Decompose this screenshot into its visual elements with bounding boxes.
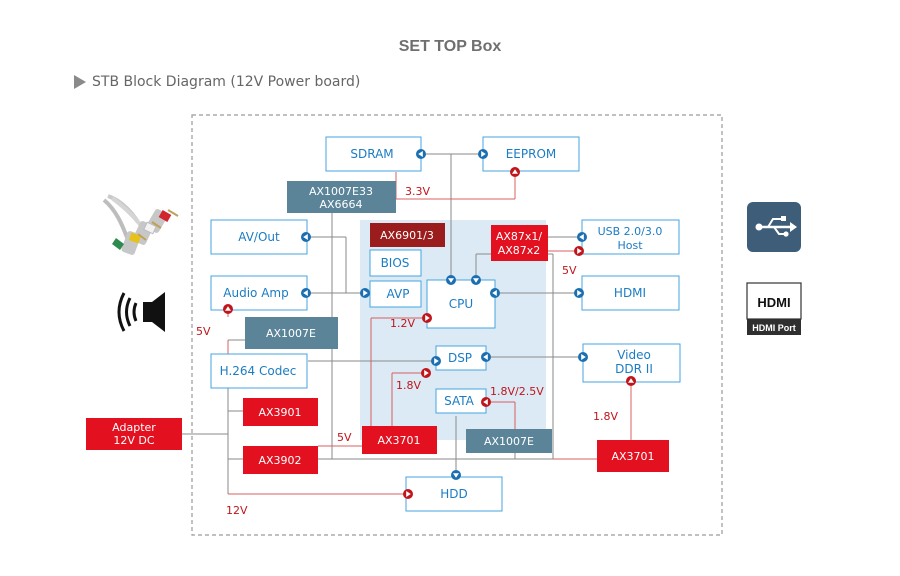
cpu-label: CPU <box>449 297 473 311</box>
voltage-5v-usb: 5V <box>562 264 577 277</box>
video-label-2: DDR II <box>615 362 653 376</box>
ax1007e33-label-1: AX1007E33 <box>309 185 373 198</box>
adapter-label-1: Adapter <box>112 421 156 434</box>
ax1007e-amp-block <box>245 317 338 349</box>
voltage-1v8-2v5: 1.8V/2.5V <box>490 385 544 398</box>
ax6901-label: AX6901/3 <box>380 229 434 242</box>
ax1007e-amp-label: AX1007E <box>266 327 316 340</box>
ax3901-block <box>243 398 318 426</box>
triangle-bullet-icon <box>74 75 86 89</box>
voltage-1v8-dsp: 1.8V <box>396 379 421 392</box>
voltage-5v-ax3701: 5V <box>337 431 352 444</box>
bios-block <box>369 249 422 277</box>
voltage-1v2: 1.2V <box>390 317 415 330</box>
voltage-5v-amp: 5V <box>196 325 211 338</box>
sdram-block <box>325 136 422 172</box>
usb-label-2: Host <box>617 239 643 252</box>
voltage-1v8-video: 1.8V <box>593 410 618 423</box>
video-ddr-block <box>582 343 681 383</box>
ax87-label-2: AX87x2 <box>498 244 541 257</box>
hdd-block <box>405 476 503 512</box>
sata-block <box>435 388 487 414</box>
ax87-block <box>491 225 548 261</box>
hdmi-label: HDMI <box>614 286 646 300</box>
ax1007e33-label-2: AX6664 <box>319 198 362 211</box>
speaker-icon <box>117 292 165 332</box>
ax3902-block <box>243 446 318 474</box>
ax3701-right-block <box>597 440 669 472</box>
rca-cable-icon <box>102 194 179 255</box>
usb-icon <box>747 202 801 252</box>
dsp-label: DSP <box>448 351 472 365</box>
svg-text:HDMI: HDMI <box>757 295 790 310</box>
ax3901-label: AX3901 <box>258 406 301 419</box>
ax3701-mid-block <box>362 426 437 454</box>
usb-block <box>581 219 680 255</box>
ax1007e-sata-label: AX1007E <box>484 435 534 448</box>
ax3902-label: AX3902 <box>258 454 301 467</box>
red-wires <box>227 172 632 495</box>
bios-label: BIOS <box>381 256 410 270</box>
subtitle: STB Block Diagram (12V Power board) <box>74 74 360 90</box>
board-frame <box>191 114 723 536</box>
usb-label-1: USB 2.0/3.0 <box>598 225 663 238</box>
video-label-1: Video <box>617 348 651 362</box>
avp-block <box>369 280 422 308</box>
cpu-block <box>426 279 496 329</box>
h264-block <box>210 353 308 389</box>
ax3701-mid-label: AX3701 <box>377 434 420 447</box>
voltage-12v: 12V <box>226 504 248 517</box>
sata-label: SATA <box>444 394 475 408</box>
sdram-label: SDRAM <box>350 147 393 161</box>
hdd-label: HDD <box>440 487 468 501</box>
eeprom-block <box>482 136 580 172</box>
eeprom-label: EEPROM <box>506 147 557 161</box>
avp-label: AVP <box>387 287 410 301</box>
audio-amp-label: Audio Amp <box>223 286 288 300</box>
ax3701-right-label: AX3701 <box>611 450 654 463</box>
page-title: SET TOP Box <box>398 38 502 55</box>
ax87-label-1: AX87x1/ <box>496 230 543 243</box>
av-out-block <box>210 219 308 255</box>
subtitle-text: STB Block Diagram (12V Power board) <box>92 74 361 90</box>
ax1007e-sata-block <box>466 429 552 453</box>
hdmi-logo-icon: HDMI <box>746 282 802 335</box>
hdmi-block <box>581 275 680 311</box>
ax6901-block <box>370 223 445 247</box>
av-out-label: AV/Out <box>238 230 280 244</box>
h264-label: H.264 Codec <box>220 364 297 378</box>
hdmi-port-label: HDMI Port <box>752 323 796 333</box>
adapter-block <box>86 418 182 450</box>
voltage-3v3: 3.3V <box>405 185 430 198</box>
adapter-label-2: 12V DC <box>113 434 154 447</box>
ax1007e33-block <box>287 181 396 213</box>
